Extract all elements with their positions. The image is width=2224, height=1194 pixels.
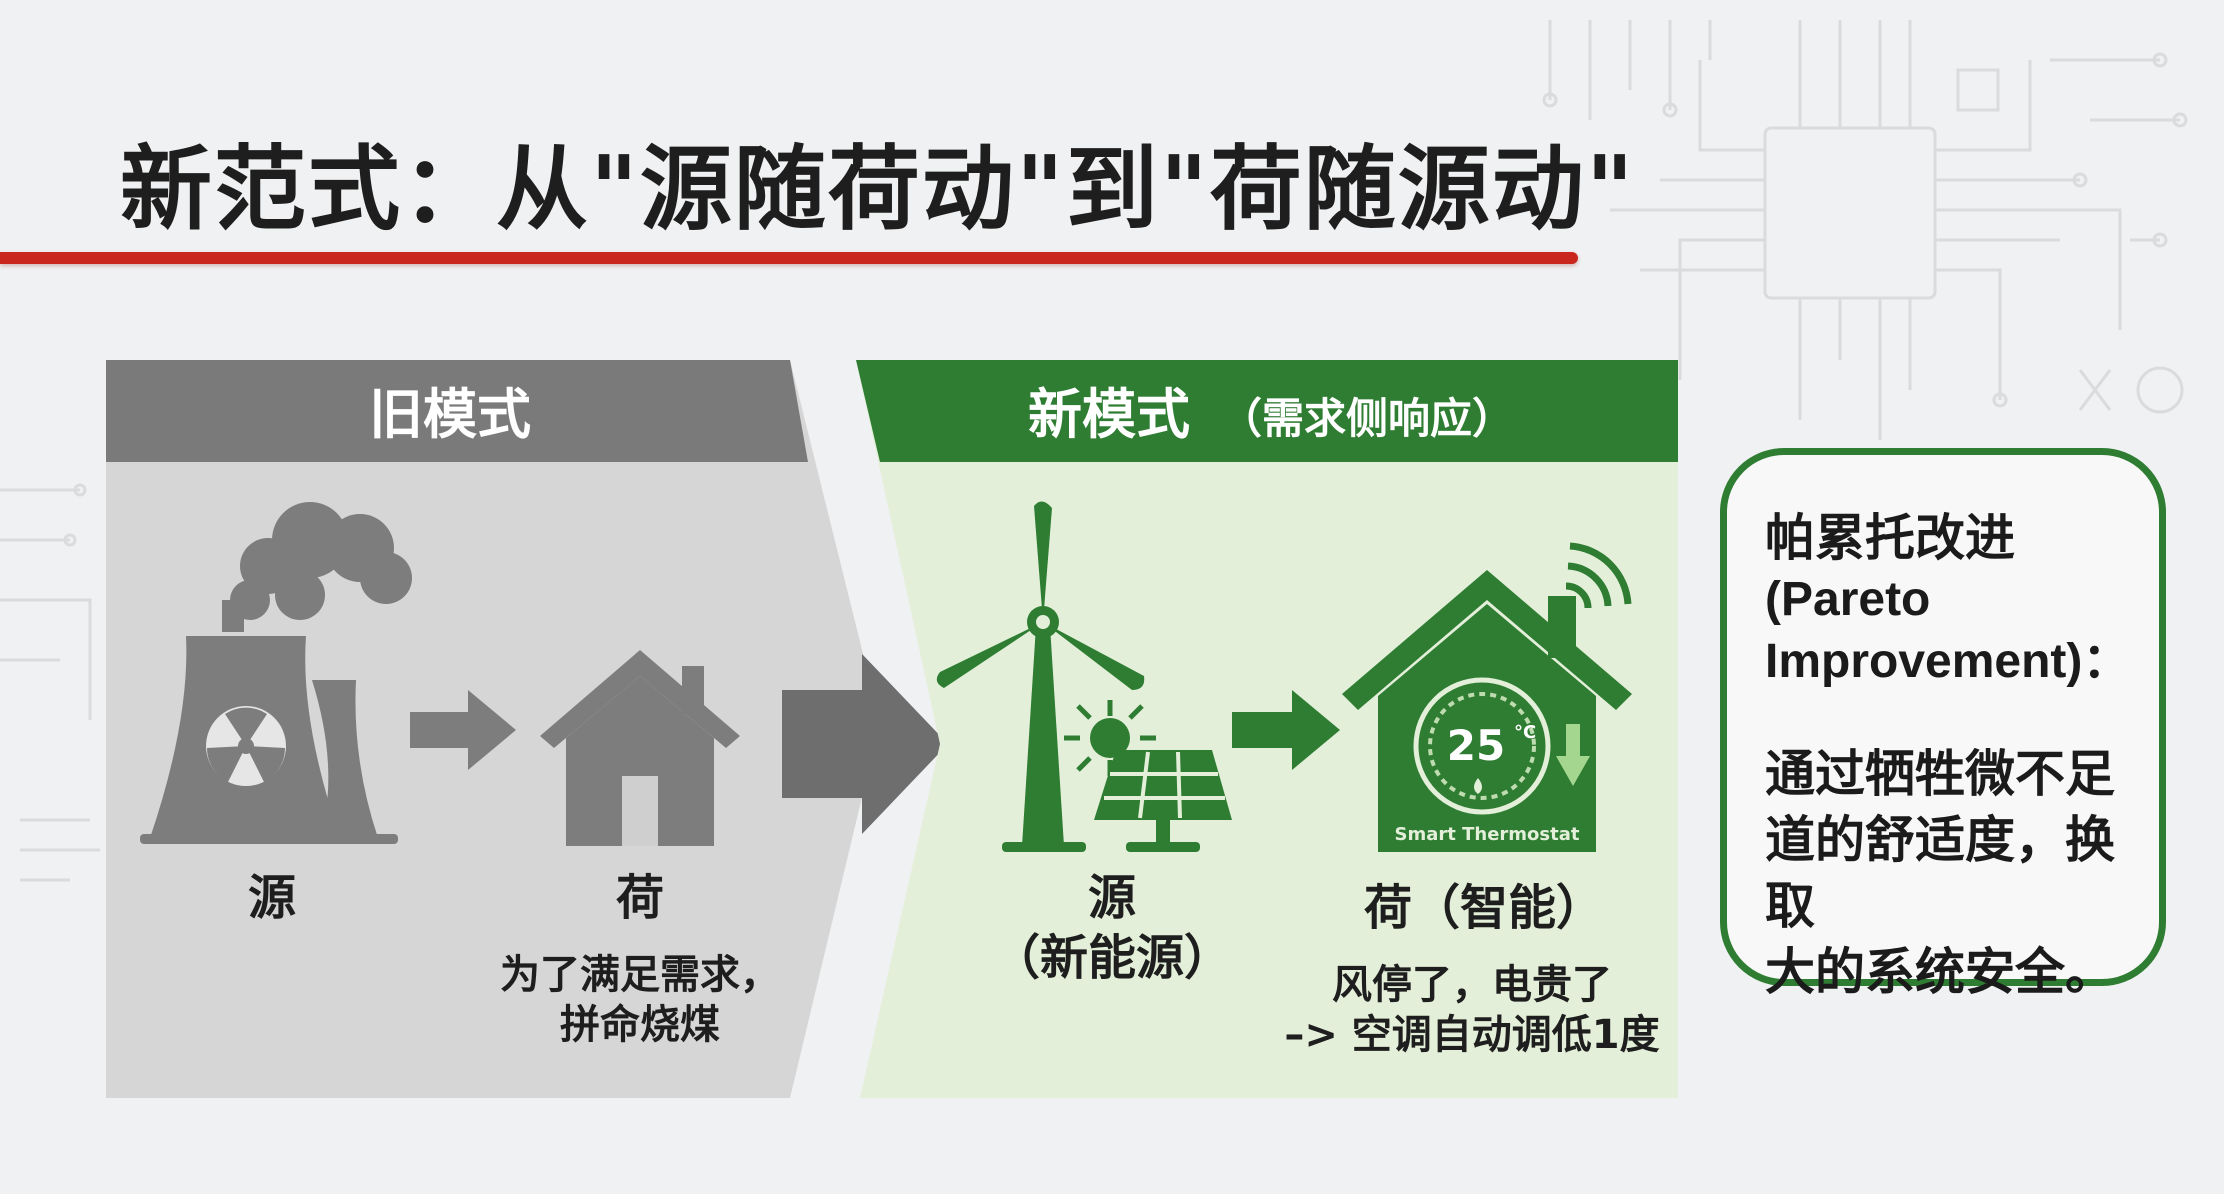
- pareto-body-line1: 通过牺牲微不足: [1765, 745, 2115, 803]
- old-load-label: 荷: [616, 870, 664, 926]
- pareto-body-line3: 大的系统安全。: [1765, 943, 2115, 1001]
- pareto-en-line2: Improvement)：: [1765, 635, 2131, 688]
- new-load-desc-line2: –> 空调自动调低1度: [1284, 1012, 1659, 1058]
- new-load-desc-line1: 风停了，电贵了: [1332, 962, 1612, 1008]
- new-mode-header-sub: （需求侧响应）: [1220, 394, 1514, 443]
- title-underline: [0, 252, 1578, 264]
- transition-arrow-icon: [782, 654, 948, 834]
- pareto-body-line2: 道的舒适度，换取: [1765, 811, 2115, 935]
- new-source-label: 源: [1088, 870, 1136, 926]
- pareto-callout: 帕累托改进 (Pareto Improvement)： 通过牺牲微不足 道的舒适…: [1720, 448, 2166, 1001]
- thermostat-icon: [1413, 677, 1590, 815]
- old-load-desc-line1: 为了满足需求，: [500, 952, 780, 998]
- pareto-title: 帕累托改进: [1765, 509, 2015, 567]
- solar-panel-icon: [1064, 700, 1232, 852]
- power-plant-icon: [140, 502, 412, 844]
- pareto-en-line1: (Pareto: [1765, 573, 1931, 626]
- thermostat-unit: °C: [1514, 722, 1536, 743]
- house-icon: [540, 650, 740, 846]
- new-flow-arrow-icon: [1232, 690, 1340, 770]
- old-load-desc-line2: 拼命烧煤: [560, 1002, 720, 1048]
- new-source-sub: （新能源）: [992, 930, 1232, 986]
- old-mode-header: 旧模式: [369, 383, 531, 446]
- thermostat-temperature: 25: [1447, 721, 1505, 770]
- old-source-label: 源: [248, 870, 296, 926]
- pareto-body: 通过牺牲微不足 道的舒适度，换取 大的系统安全。: [1765, 741, 2129, 1005]
- thermostat-caption: Smart Thermostat: [1395, 824, 1580, 845]
- new-mode-header: 新模式: [1028, 383, 1190, 446]
- wind-turbine-icon: [936, 501, 1145, 852]
- page-title: 新范式：从"源随荷动"到"荷随源动": [120, 136, 1636, 243]
- old-flow-arrow-icon: [410, 690, 516, 770]
- new-load-label: 荷（智能）: [1364, 880, 1604, 936]
